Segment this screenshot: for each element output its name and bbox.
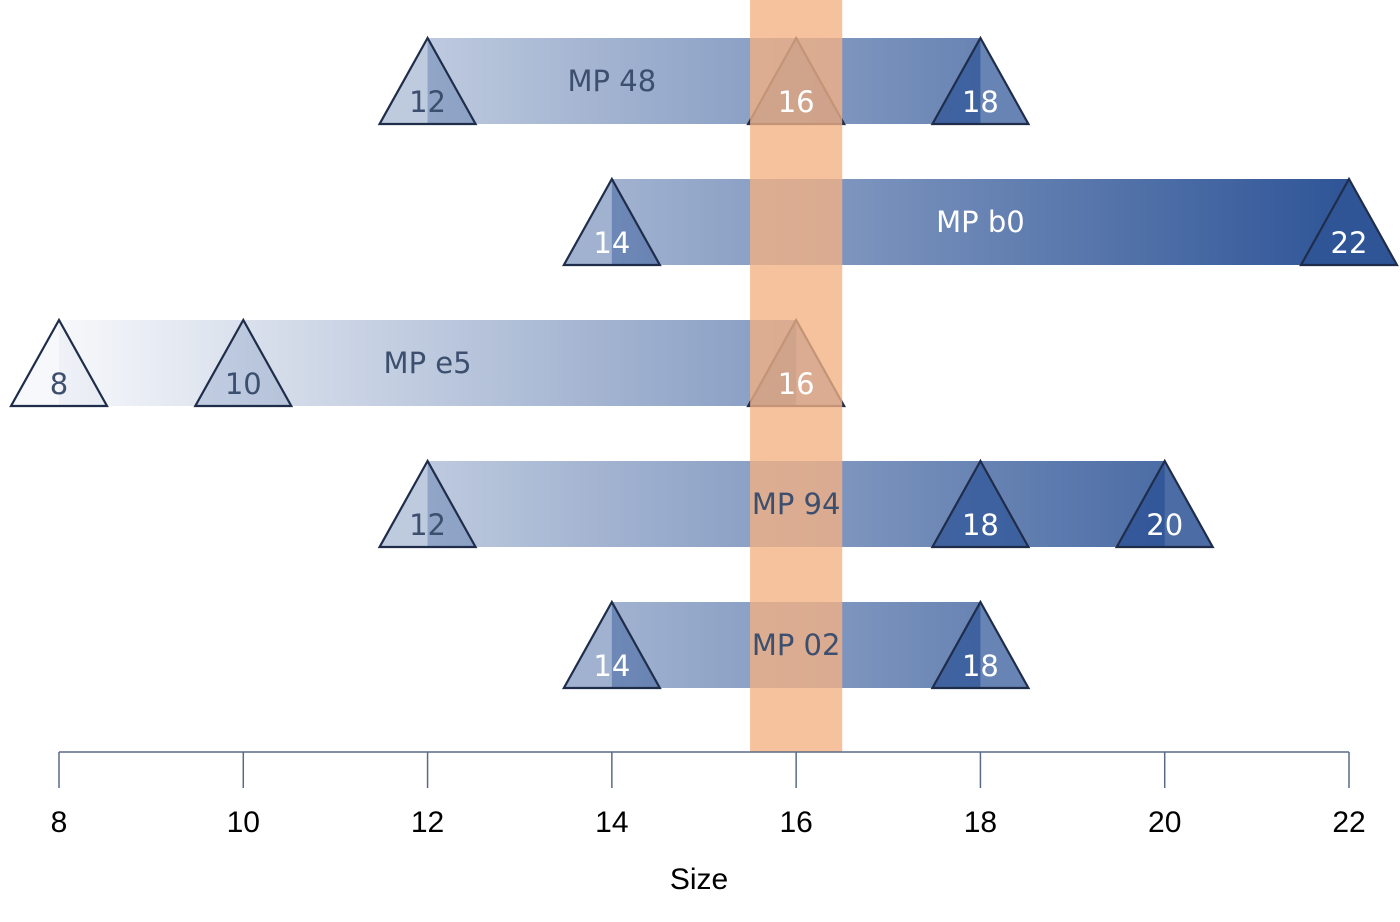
size-marker-label: 20 — [1146, 508, 1183, 542]
size-marker-triangle — [193, 317, 294, 408]
size-marker-triangle — [9, 317, 109, 408]
size-marker-triangle — [930, 599, 1031, 690]
size-marker-label: 16 — [778, 85, 815, 119]
x-tick-label: 20 — [1148, 806, 1181, 839]
series-label: MP 48 — [568, 64, 657, 98]
highlight-layer — [750, 0, 843, 752]
x-tick-label: 12 — [411, 806, 444, 839]
size-marker-triangle — [561, 176, 662, 267]
highlight-band — [750, 0, 843, 752]
x-tick-label: 18 — [964, 806, 997, 839]
x-axis: 8 10 12 14 16 18 20 22 — [51, 751, 1366, 839]
range-bar — [59, 320, 797, 406]
range-row — [377, 35, 1031, 126]
series-label: MP 94 — [752, 487, 841, 521]
size-marker-label: 8 — [50, 367, 68, 401]
labels-layer: 12 16 18 MP 48 14 22 MP b0 8 10 16 MP e5 12 18 20 MP 9… — [50, 64, 1368, 683]
size-marker-label: 18 — [962, 649, 999, 683]
size-marker-triangle — [377, 458, 478, 549]
x-tick-label: 22 — [1332, 806, 1365, 839]
size-marker-triangle — [561, 599, 662, 690]
x-tick-label: 10 — [227, 806, 260, 839]
size-marker-triangle — [930, 35, 1031, 126]
series-label: MP b0 — [936, 205, 1025, 239]
size-marker-label: 18 — [962, 508, 999, 542]
size-marker-label: 12 — [409, 85, 446, 119]
x-axis-title: Size — [670, 863, 728, 896]
size-marker-label: 10 — [225, 367, 262, 401]
bars-layer — [9, 35, 1399, 690]
x-tick-label: 8 — [51, 806, 68, 839]
size-marker-triangle — [377, 35, 478, 126]
size-marker-label: 22 — [1331, 226, 1368, 260]
size-marker-label: 16 — [778, 367, 815, 401]
series-label: MP 02 — [752, 628, 841, 662]
size-marker-label: 18 — [962, 85, 999, 119]
range-bar — [427, 38, 981, 124]
size-marker-label: 14 — [593, 649, 630, 683]
size-marker-label: 14 — [593, 226, 630, 260]
x-tick-label: 16 — [779, 806, 812, 839]
size-marker-triangle — [1114, 458, 1215, 549]
size-marker-triangle — [1299, 176, 1399, 267]
series-label: MP e5 — [384, 346, 472, 380]
size-marker-label: 12 — [409, 508, 446, 542]
range-bar — [611, 179, 1349, 265]
x-tick-label: 14 — [595, 806, 628, 839]
size-marker-triangle — [930, 458, 1031, 549]
range-row — [561, 176, 1399, 267]
